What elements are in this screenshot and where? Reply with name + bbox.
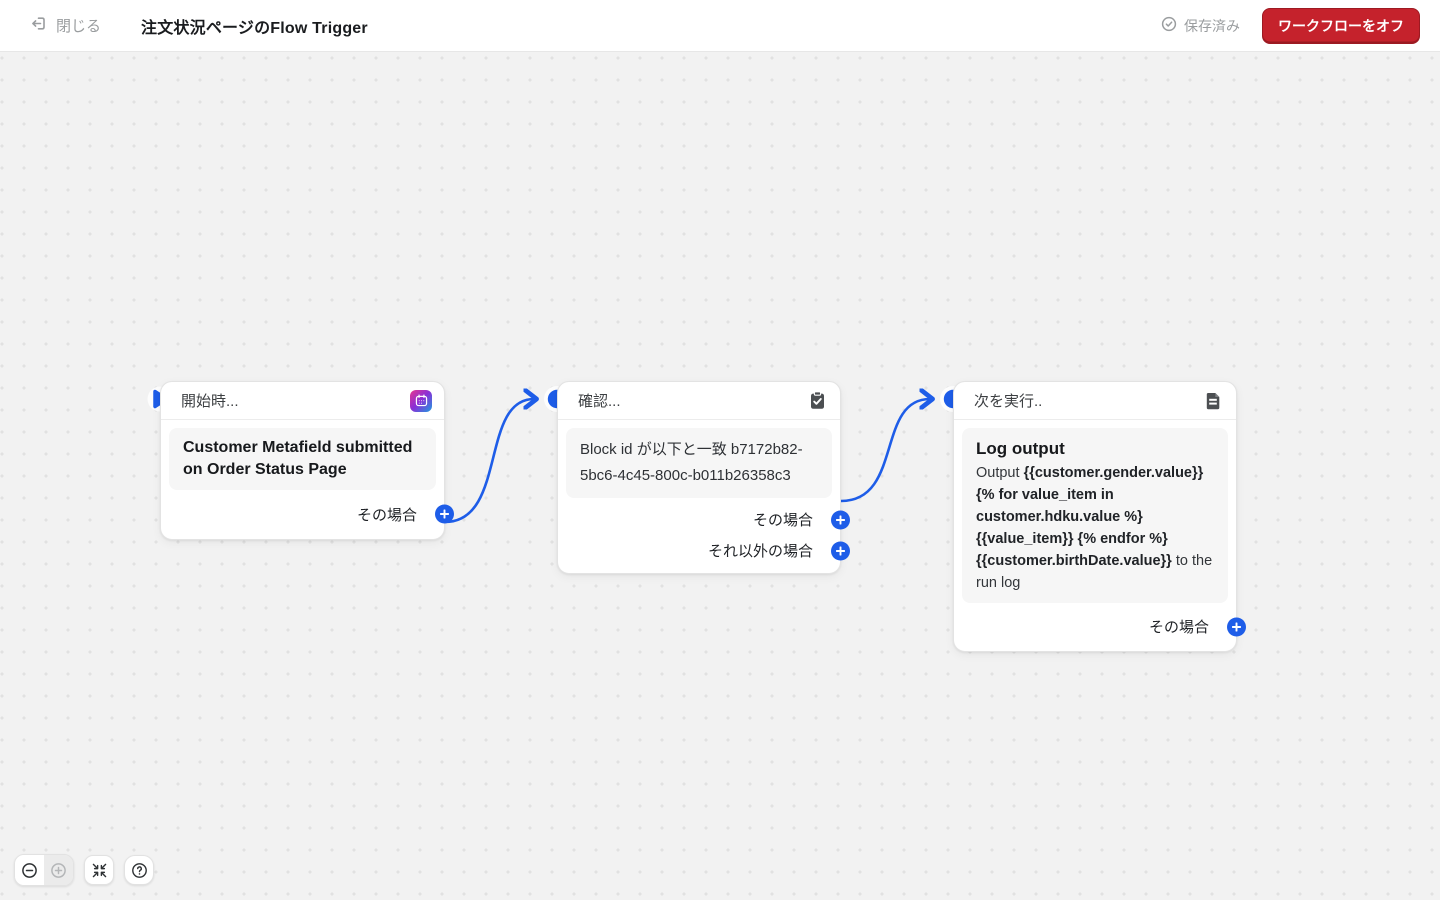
action-header-label: 次を実行.. [974,393,1043,410]
close-label: 閉じる [56,18,102,35]
exit-icon [30,15,47,36]
zoom-control [14,854,74,886]
zoom-to-fit-button[interactable] [84,855,114,885]
canvas-controls [14,854,154,886]
close-button[interactable]: 閉じる [30,15,101,36]
topbar: 閉じる 注文状況ページのFlow Trigger 保存済み ワークフローをオフ [0,0,1440,52]
add-step-button[interactable] [831,541,850,560]
saved-status: 保存済み [1161,16,1240,36]
action-description: Output {{customer.gender.value}} {% for … [976,465,1213,591]
document-icon [1202,390,1224,412]
trigger-header-label: 開始時... [181,393,239,410]
trigger-title: Customer Metafield submitted on Order St… [183,439,413,478]
branch-label: その場合 [752,512,813,529]
add-step-button[interactable] [1227,617,1246,636]
trigger-card-header: 開始時... [161,382,444,420]
condition-card-header: 確認... [558,382,840,420]
action-branch-then: その場合 [954,609,1246,644]
connector-trigger-to-condition [443,399,534,524]
condition-branch-then: その場合 [558,504,850,535]
trigger-branch-then: その場合 [161,496,454,532]
connector-condition-to-action [839,399,930,503]
action-title: Log output [976,439,1065,458]
branch-label: その場合 [356,506,417,524]
help-button[interactable] [124,855,154,885]
action-card-body[interactable]: Log output Output {{customer.gender.valu… [962,428,1228,603]
condition-header-label: 確認... [578,393,621,410]
action-card-header: 次を実行.. [954,382,1236,420]
app-calendar-icon [410,389,432,412]
clipboard-check-icon [806,390,828,412]
check-circle-icon [1161,16,1177,35]
add-step-button[interactable] [831,510,850,529]
branch-label: それ以外の場合 [707,543,813,560]
condition-branch-otherwise: それ以外の場合 [558,535,850,566]
add-step-button[interactable] [435,504,454,524]
trigger-card[interactable]: 開始時... Customer Metafield submitted on O… [160,381,454,540]
branch-label: その場合 [1148,619,1209,636]
workflow-canvas[interactable]: 開始時... Customer Metafield submitted on O… [0,52,1440,900]
page-title: 注文状況ページのFlow Trigger [141,19,368,37]
condition-card[interactable]: 確認... Block id が以下と一致 b7172b82-5bc6-4c45… [557,381,850,574]
condition-card-body[interactable]: Block id が以下と一致 b7172b82-5bc6-4c45-800c-… [566,428,832,498]
saved-label: 保存済み [1184,17,1240,34]
condition-text: Block id が以下と一致 b7172b82-5bc6-4c45-800c-… [580,441,803,484]
trigger-card-body[interactable]: Customer Metafield submitted on Order St… [169,428,436,490]
toggle-workflow-button[interactable]: ワークフローをオフ [1262,7,1420,44]
action-card[interactable]: 次を実行.. Log output Output {{customer.gend… [953,381,1246,652]
zoom-in-button[interactable] [44,855,73,885]
zoom-out-button[interactable] [15,855,44,885]
